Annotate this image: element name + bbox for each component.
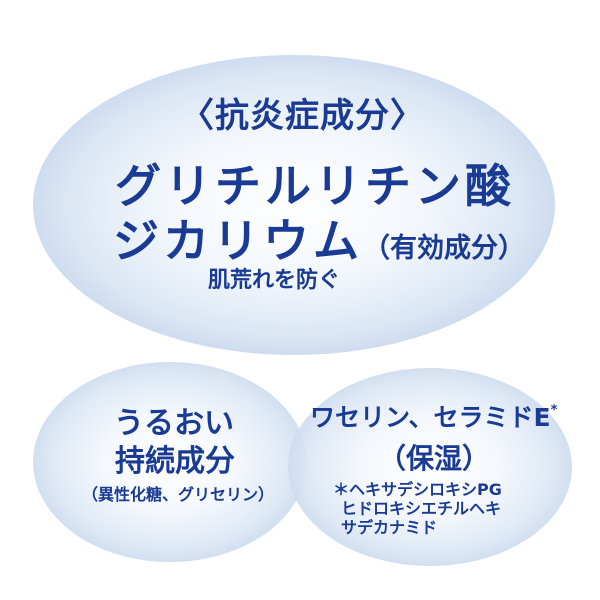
main-ingredient-ellipse	[33, 55, 555, 355]
footnote-line1: ＊ヘキサデシロキシPG	[333, 480, 502, 499]
main-ingredient-name-line1: グリチルリチン酸	[115, 159, 515, 213]
main-ingredient-name: ジカリウム	[113, 214, 363, 268]
footnote-asterisk: *	[550, 403, 558, 418]
moisture-detail: （異性化糖、グリセリン）	[82, 485, 275, 504]
barrier-ingredient-ellipse	[288, 368, 572, 566]
moisture-ingredient-ellipse	[33, 362, 307, 562]
main-ingredient-effect: 肌荒れを防ぐ	[208, 268, 341, 293]
footnote-line2: ヒドロキシエチルヘキ	[341, 499, 502, 518]
barrier-ingredients: ワセリン、セラミドE	[310, 403, 551, 432]
moisture-line1: うるおい	[114, 406, 234, 441]
barrier-line2: （保湿）	[378, 442, 491, 475]
barrier-line1: ワセリン、セラミドE*	[310, 398, 557, 434]
main-ingredient-name-line2: ジカリウム（有効成分）	[113, 205, 525, 271]
main-ingredient-category: 〈抗炎症成分〉	[180, 96, 425, 136]
moisture-line2: 持続成分	[115, 444, 235, 479]
active-ingredient-note: （有効成分）	[363, 233, 525, 264]
footnote-line3: サデカナミド	[341, 518, 438, 537]
barrier-footnote: ＊ヘキサデシロキシPG ヒドロキシエチルヘキ サデカナミド	[333, 480, 502, 537]
